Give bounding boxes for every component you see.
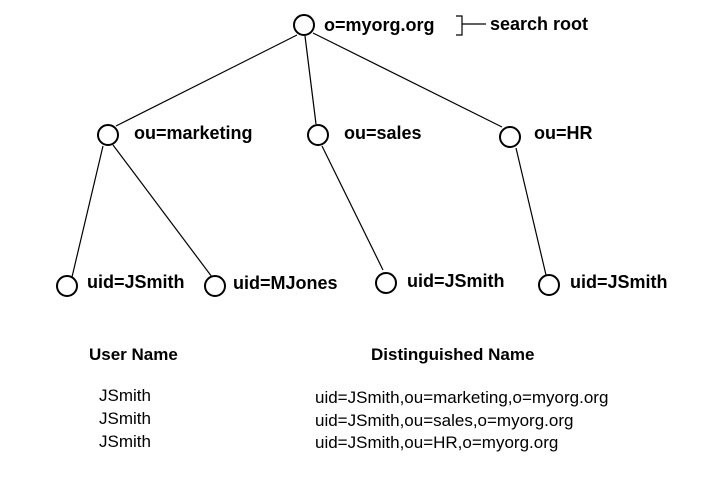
node-labels: o=myorg.org search root ou=marketing ou=… bbox=[87, 14, 668, 293]
table-row-dn: uid=JSmith,ou=sales,o=myorg.org bbox=[315, 411, 573, 430]
ou-label-sales: ou=sales bbox=[344, 123, 422, 143]
leaf-label-jsmith-hr: uid=JSmith bbox=[570, 272, 668, 292]
leaf-node-jsmith-hr bbox=[538, 274, 560, 296]
ou-label-hr: ou=HR bbox=[534, 123, 593, 143]
ou-node-hr bbox=[499, 126, 521, 148]
search-root-bracket bbox=[456, 15, 486, 36]
dn-table: User Name Distinguished Name JSmith uid=… bbox=[89, 345, 608, 452]
ou-node-sales bbox=[307, 124, 329, 146]
table-row-dn: uid=JSmith,ou=marketing,o=myorg.org bbox=[315, 388, 608, 407]
table-row-user-name: JSmith bbox=[99, 409, 151, 428]
leaf-label-jsmith-marketing: uid=JSmith bbox=[87, 272, 185, 292]
edge-root-marketing bbox=[115, 34, 298, 127]
root-label: o=myorg.org bbox=[324, 15, 435, 35]
table-row-user-name: JSmith bbox=[99, 386, 151, 405]
leaf-label-jsmith-sales: uid=JSmith bbox=[407, 271, 505, 291]
edge-marketing-mjones bbox=[112, 144, 213, 278]
header-distinguished-name: Distinguished Name bbox=[371, 345, 534, 364]
header-user-name: User Name bbox=[89, 345, 178, 364]
root-node bbox=[293, 14, 315, 36]
leaf-node-jsmith-sales bbox=[375, 272, 397, 294]
tree-edges bbox=[71, 32, 547, 278]
edge-hr-jsmith bbox=[515, 147, 547, 276]
leaf-label-mjones: uid=MJones bbox=[233, 273, 338, 293]
ou-label-marketing: ou=marketing bbox=[134, 123, 253, 143]
table-row-dn: uid=JSmith,ou=HR,o=myorg.org bbox=[315, 433, 558, 452]
leaf-node-mjones bbox=[204, 275, 226, 297]
table-row-user-name: JSmith bbox=[99, 432, 151, 451]
search-root-annotation: search root bbox=[490, 14, 588, 34]
edge-root-hr bbox=[312, 32, 503, 128]
edge-marketing-jsmith bbox=[71, 145, 104, 278]
ou-node-marketing bbox=[97, 124, 119, 146]
edge-sales-jsmith bbox=[321, 145, 384, 271]
leaf-node-jsmith-marketing bbox=[56, 275, 78, 297]
tree-nodes bbox=[56, 14, 560, 297]
edge-root-sales bbox=[304, 35, 317, 125]
